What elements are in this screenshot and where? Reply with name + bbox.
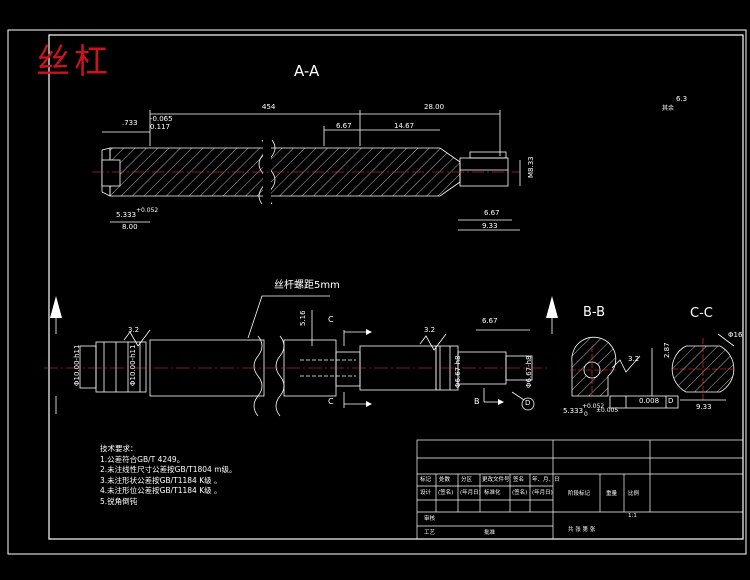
dim-5333: 5.333 <box>116 211 137 219</box>
dim-bb-287: 2.87 <box>663 342 671 358</box>
marker-c-top: C <box>328 315 334 324</box>
tb-r1-c2: 处数 <box>439 477 451 483</box>
tb-r2-c1: 设计 <box>420 490 432 496</box>
dim-bb-0052: +0.052 <box>582 403 605 410</box>
tech-item-4: 4.未注形位公差按GB/T1184 K级 。 <box>100 486 222 495</box>
surface-finish-rest: 其余 <box>662 105 675 112</box>
dim-bb-0005: ±0.005 <box>596 407 619 414</box>
tb-sheet: 共 张 第 张 <box>568 527 596 533</box>
dim-516: 5.16 <box>299 310 307 326</box>
dim-933: 9.33 <box>482 222 498 230</box>
dim-2800: 28.00 <box>424 103 445 111</box>
tb-approve: 批准 <box>484 530 496 536</box>
dim-667: 6.67 <box>336 122 352 130</box>
tb-r2-c6: (年月日) <box>532 490 553 496</box>
dim-bb-tolerance: 0.008 <box>639 397 660 405</box>
tb-r2-c5: (签名) <box>512 490 528 496</box>
tb-r1-c1: 标记 <box>420 477 432 483</box>
main-shaft-view <box>44 295 558 417</box>
dim-1467: 14.67 <box>394 122 415 130</box>
watermark-title: 丝杠 <box>36 42 112 82</box>
tb-scale-label: 比例 <box>628 491 640 497</box>
dim-d40-mid: Φ10.00-h11 <box>129 344 137 386</box>
tb-process: 工艺 <box>424 530 436 536</box>
tech-item-1: 1.公差符合GB/T 4249。 <box>100 454 185 464</box>
thread-pitch-note: 丝杆螺距5mm <box>274 280 340 291</box>
tb-r1-c4: 更改文件号 <box>482 477 510 483</box>
tb-scale-value: 1:1 <box>628 513 637 519</box>
marker-c-bottom: C <box>328 397 334 406</box>
dim-d933: Φ6.67-h8 <box>525 355 533 388</box>
tb-weight: 重量 <box>606 491 618 497</box>
dim-tol-bottom: 0.117 <box>150 123 171 131</box>
tb-r1-c6: 年、月、日 <box>532 477 560 483</box>
tb-r2-c3: (年月日) <box>460 490 481 496</box>
section-aa-title: A-A <box>294 62 320 80</box>
technical-requirements: 技术要求： 1.公差符合GB/T 4249。 2.未注线性尺寸公差按GB/T18… <box>100 444 237 507</box>
tb-r2-c2: (签名) <box>438 490 454 496</box>
dim-cc-933: 9.33 <box>696 403 712 411</box>
dim-d667: Φ6.67-h8 <box>454 355 462 388</box>
title-block <box>416 439 744 540</box>
tb-r1-c3: 分区 <box>461 477 473 483</box>
inner-frame <box>48 34 744 540</box>
dim-bb-32: 3.2 <box>628 355 640 363</box>
section-bb-title: B-B <box>583 305 606 320</box>
dim-bb-datum: D <box>668 397 674 405</box>
dim-733: .733 <box>122 119 138 127</box>
outer-frame <box>7 29 747 555</box>
tech-item-2: 2.未注线性尺寸公差按GB/T1804 m级。 <box>100 465 237 474</box>
dim-800: 8.00 <box>122 223 138 231</box>
dim-bb-5333: 5.333 <box>563 407 584 415</box>
dim-cc-d16: Φ16 <box>728 331 743 339</box>
tb-r1-c5: 签名 <box>513 477 525 483</box>
section-aa-view <box>92 110 521 231</box>
tech-title: 技术要求： <box>100 444 138 453</box>
dim-32a: 3.2 <box>128 326 140 334</box>
tb-r2-c4: 标准化 <box>484 490 501 496</box>
dim-32b: 3.2 <box>424 326 436 334</box>
tech-item-5: 5.锐角倒钝 <box>100 496 138 506</box>
marker-b: B <box>474 397 480 406</box>
dim-667-right: 6.67 <box>484 209 500 217</box>
surface-finish-63: 6.3 <box>676 95 688 103</box>
tb-review: 审核 <box>424 516 436 522</box>
tb-stage-mark: 阶段标记 <box>568 491 591 497</box>
marker-d: D <box>525 399 531 407</box>
section-cc-view <box>671 333 735 401</box>
dim-bb-0: 0 <box>584 411 588 418</box>
tech-item-3: 3.未注形状公差按GB/T1184 K级 。 <box>100 475 222 485</box>
dim-454: 454 <box>262 103 276 111</box>
section-bb-view <box>570 336 679 409</box>
dim-m833: M8.33 <box>527 156 535 178</box>
dim-d40-left: Φ10.00-h11 <box>73 344 81 386</box>
dim-667-main: 6.67 <box>482 317 498 325</box>
dim-0052: +0.052 <box>136 207 159 214</box>
dim-tol-top: -0.065 <box>150 115 173 123</box>
section-cc-title: C-C <box>690 306 713 321</box>
